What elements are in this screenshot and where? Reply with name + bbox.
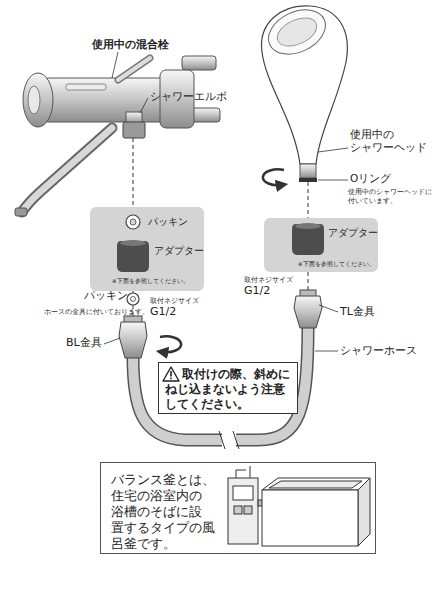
adapter-icon bbox=[117, 241, 149, 272]
left-box-icons bbox=[117, 215, 149, 272]
part-label: TL金具 bbox=[340, 305, 375, 319]
part-box: アダプター ※下面を参照してください。 bbox=[264, 218, 378, 272]
break-mark bbox=[219, 431, 239, 449]
o-ring bbox=[299, 178, 317, 182]
leader-lines bbox=[104, 52, 348, 351]
spout bbox=[22, 128, 112, 212]
hose-outline bbox=[133, 326, 308, 440]
rotate-arrow bbox=[160, 336, 181, 352]
box-text: パッキン bbox=[148, 216, 188, 229]
wall-pipe bbox=[182, 56, 216, 70]
spray-face bbox=[261, 1, 332, 63]
tub-inner bbox=[269, 481, 362, 488]
tl-fitting bbox=[294, 290, 322, 328]
box-text: アダプター bbox=[328, 227, 378, 239]
part-label: G1/2 bbox=[150, 305, 176, 319]
part-box: パッキンアダプター ※下面を参照してください。 bbox=[90, 207, 204, 291]
part-label: 使用中の混合栓 bbox=[92, 38, 169, 52]
part-label: シャワーエルボ bbox=[150, 90, 227, 103]
lever-highlight bbox=[118, 58, 150, 80]
box-note: ※下面を参照してください。 bbox=[298, 261, 375, 268]
tub-front bbox=[262, 490, 358, 546]
box-text: 取付けの際、斜めに ねじ込まないよう注意 してください。 bbox=[165, 367, 295, 412]
heater-pipe bbox=[236, 466, 250, 478]
head-thread bbox=[300, 164, 316, 178]
leader-line bbox=[318, 180, 348, 181]
shower-head bbox=[261, 1, 347, 182]
adapter-top bbox=[120, 240, 146, 246]
hose bbox=[133, 326, 308, 449]
mixer-faucet bbox=[15, 56, 220, 216]
lever bbox=[118, 58, 150, 80]
leader-line bbox=[112, 52, 118, 78]
leader-line bbox=[104, 338, 120, 344]
elbow-nut bbox=[123, 122, 145, 138]
rotate-arrow bbox=[263, 169, 284, 185]
part-label: 取付ネジサイズ bbox=[150, 297, 199, 305]
packing-hole bbox=[131, 297, 136, 302]
part-label: パッキン bbox=[84, 289, 128, 302]
note-box: バランス釜とは、 住宅の浴室内の 浴槽のそばに設 置するタイプの風 呂釜です。 bbox=[100, 462, 376, 554]
heater-panel bbox=[233, 486, 253, 500]
warning-icon bbox=[163, 367, 179, 381]
bl-fitting bbox=[119, 316, 147, 358]
warning-bar bbox=[170, 371, 172, 377]
knob-face bbox=[28, 86, 40, 114]
part-label: BL金具 bbox=[66, 336, 102, 350]
body-detail bbox=[66, 84, 106, 90]
temperature-knob bbox=[23, 73, 53, 127]
leader-line bbox=[319, 305, 338, 312]
part-label: シャワーホース bbox=[340, 344, 417, 358]
box-note: ※下面を参照してください。 bbox=[112, 278, 189, 285]
packing-hole bbox=[130, 219, 136, 225]
heater-knob bbox=[234, 506, 242, 514]
heater-knob bbox=[244, 506, 252, 514]
heater-unit bbox=[228, 478, 258, 544]
adapter-icon bbox=[292, 224, 324, 255]
hose-body bbox=[133, 326, 308, 440]
right-box-icons bbox=[292, 223, 324, 255]
spray-plate bbox=[273, 12, 321, 52]
fitting-nut bbox=[294, 296, 322, 328]
leader-line bbox=[318, 148, 348, 152]
leader-line bbox=[140, 98, 148, 113]
lower-packing bbox=[127, 293, 139, 305]
fitting-nut bbox=[119, 322, 147, 358]
box-note: アダプター bbox=[154, 245, 204, 257]
tub-side bbox=[358, 478, 370, 546]
heater-link bbox=[258, 500, 264, 506]
part-label: 使用中のシャワーヘッドに 付いています。 bbox=[348, 188, 436, 206]
box-text: バランス釜とは、 住宅の浴室内の 浴槽のそばに設 置するタイプの風 呂釜です。 bbox=[111, 472, 219, 552]
warning-box: 取付けの際、斜めに ねじ込まないよう注意 してください。 bbox=[158, 362, 298, 414]
part-label: Oリング bbox=[350, 172, 391, 185]
part-label: G1/2 bbox=[244, 284, 270, 298]
balance-kama-illustration bbox=[228, 466, 370, 546]
packing-ring bbox=[126, 215, 140, 229]
packing-ring bbox=[127, 293, 139, 305]
leader-line bbox=[315, 351, 338, 352]
spout-outline bbox=[22, 128, 112, 212]
spout-tip bbox=[15, 208, 27, 216]
warning-dot bbox=[170, 378, 172, 380]
part-label: 使用中の シャワーヘッド bbox=[350, 128, 432, 154]
warning-triangle bbox=[163, 367, 179, 381]
part-label: 取付ネジサイズ bbox=[244, 276, 293, 284]
tub-rim bbox=[262, 478, 370, 490]
adapter-top bbox=[295, 223, 321, 229]
part-label: ホースの金具に付いております。 bbox=[44, 308, 149, 316]
